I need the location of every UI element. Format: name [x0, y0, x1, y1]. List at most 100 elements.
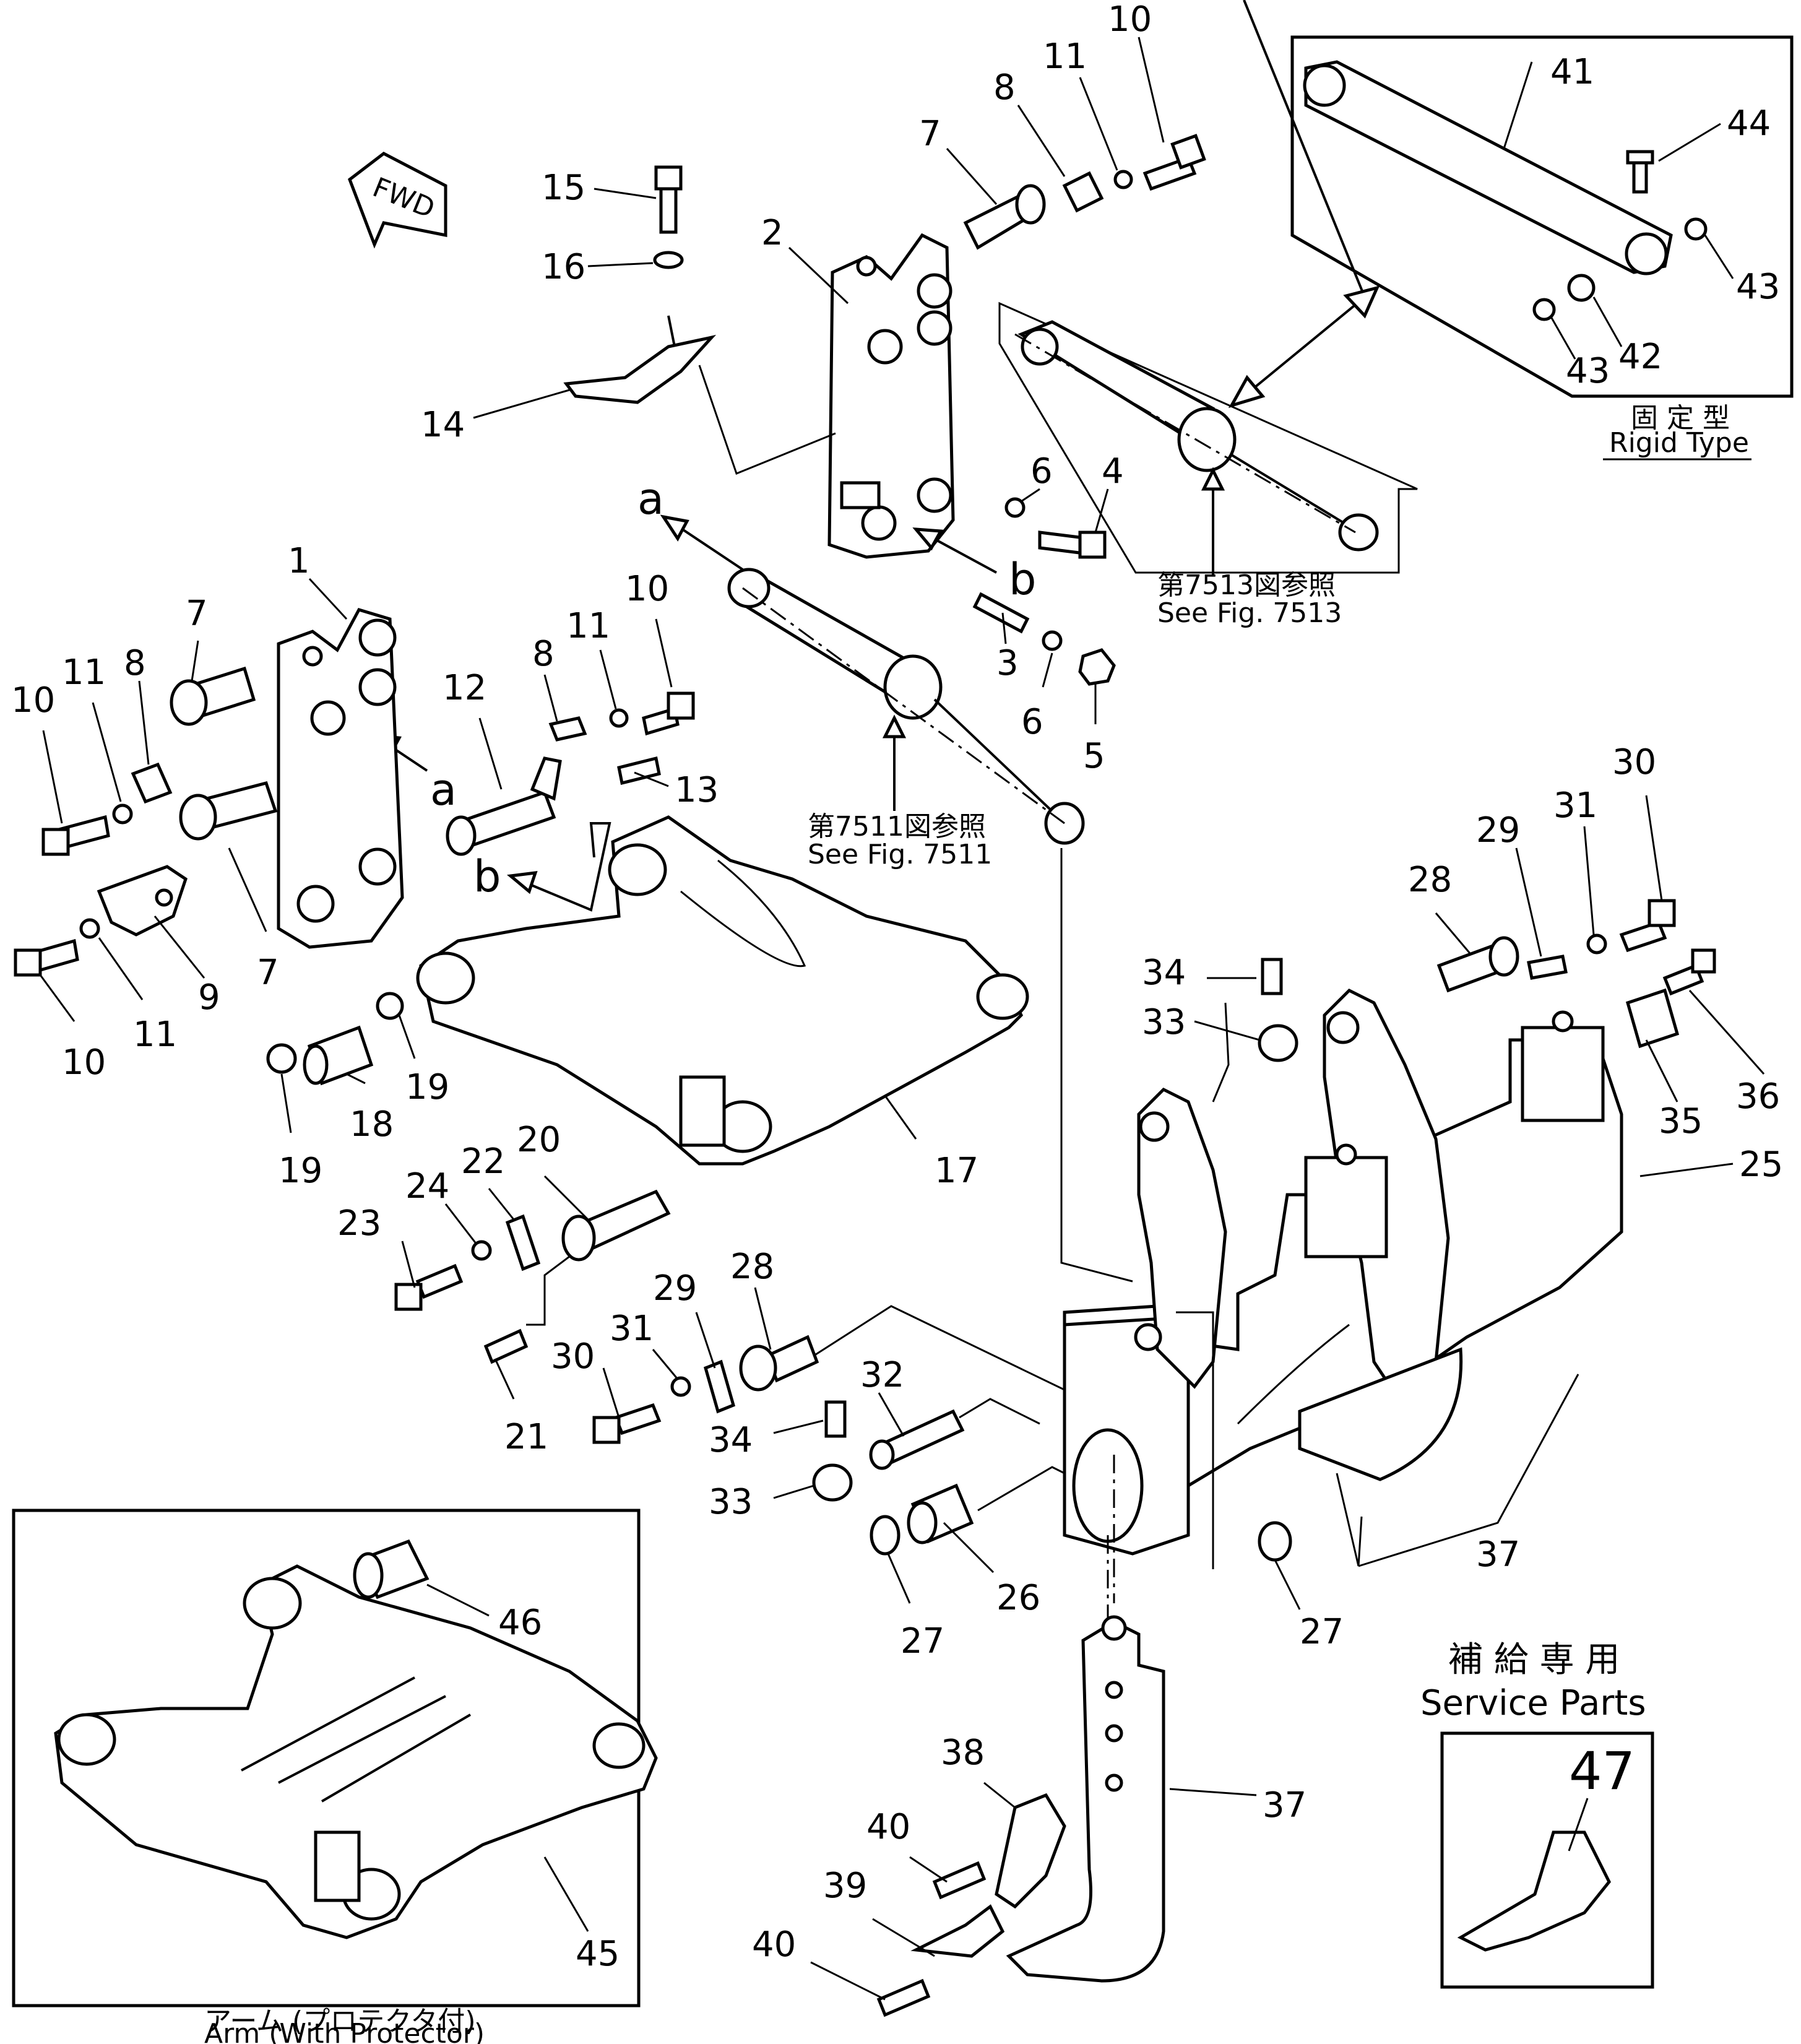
seal-19-right [376, 992, 404, 1020]
plate-29-lower [703, 1359, 736, 1414]
plate-29-upper [1527, 955, 1568, 980]
callout-23: 23 [337, 1203, 381, 1244]
collar-33-upper [1258, 1024, 1298, 1062]
lift-arm-left [1134, 1087, 1227, 1389]
callout-27-right: 27 [1300, 1612, 1344, 1652]
washer-31-upper [1586, 933, 1607, 955]
bolt-10-upper-left [41, 815, 110, 856]
washer-11-lower-left [79, 918, 100, 939]
seal-27-right [1258, 1521, 1292, 1562]
letter-b-left: b [473, 851, 501, 902]
bolt-15 [654, 165, 683, 234]
callout-7-lower-left: 7 [257, 953, 279, 993]
callout-19-right: 19 [405, 1067, 449, 1107]
callout-33-lower: 33 [709, 1482, 753, 1522]
seal-19-left [266, 1043, 297, 1074]
plate-8-mid [548, 716, 587, 742]
callout-34-lower: 34 [709, 1420, 753, 1460]
callout-44: 44 [1727, 103, 1771, 144]
callout-13: 13 [675, 770, 719, 810]
callout-38: 38 [941, 1733, 985, 1773]
callout-11-upper-left: 11 [62, 652, 106, 693]
arm-with-protector-inset: アーム (プロテクタ付) Arm (With Protector) [12, 1509, 658, 2044]
fig7513-en: See Fig. 7513 [1157, 597, 1342, 629]
pin-12 [446, 756, 562, 856]
pin-7-lower-left [179, 781, 278, 841]
washer-6-bottom [1042, 630, 1063, 651]
callout-10-top: 10 [1108, 0, 1152, 40]
callout-4: 4 [1102, 451, 1124, 492]
protector-47 [1457, 1830, 1611, 1952]
callout-11-top: 11 [1043, 37, 1087, 77]
plate-22 [505, 1214, 541, 1271]
callout-30-lower: 30 [551, 1336, 595, 1377]
letter-a-top: a [637, 474, 664, 524]
shank-37 [1006, 1615, 1165, 1983]
plate-8-top [1062, 171, 1104, 213]
callout-33-upper: 33 [1142, 1002, 1186, 1042]
cylinder-7511: 第7511図参照 See Fig. 7511 [727, 568, 1133, 1283]
bolt-10-top [1142, 134, 1206, 191]
bolt-36 [1662, 948, 1716, 996]
rigid-type-en: Rigid Type [1609, 427, 1749, 459]
protector-38 [995, 1793, 1066, 1909]
callout-27-left: 27 [900, 1621, 944, 1661]
arm-caption-en: Arm (With Protector) [204, 2018, 485, 2044]
callout-8-mid: 8 [532, 634, 555, 674]
plate-9 [97, 865, 188, 937]
washer-31-lower [670, 1376, 691, 1397]
callout-22: 22 [461, 1141, 505, 1182]
letter-b-top: b [1009, 554, 1036, 605]
callout-12: 12 [443, 668, 486, 708]
swap-double-arrow-icon [1228, 0, 1380, 409]
callout-15: 15 [542, 168, 585, 208]
arm-45 [54, 1564, 658, 1939]
callout-11-lower-left: 11 [133, 1015, 177, 1055]
callout-10-lower-left: 10 [62, 1042, 106, 1083]
bolt-10-lower-left [14, 938, 79, 977]
frame-25 [1063, 1038, 1623, 1556]
callout-39: 39 [823, 1866, 867, 1906]
fwd-arrow-icon: FWD [347, 152, 447, 249]
callout-47: 47 [1569, 1741, 1635, 1801]
callout-26: 26 [996, 1578, 1040, 1618]
callout-6-top: 6 [1030, 451, 1053, 492]
bolt-4 [1038, 530, 1107, 559]
bracket-2 [827, 233, 955, 559]
fig7511-jp: 第7511図参照 [808, 811, 986, 842]
bushing-46 [353, 1539, 430, 1600]
pin-40-upper [932, 1861, 987, 1900]
fig7513-jp: 第7513図参照 [1157, 569, 1336, 601]
pin-40-lower [876, 1978, 931, 2017]
nut-43-top [1684, 217, 1708, 241]
grease-fitting-44 [1626, 150, 1654, 194]
callout-46: 46 [498, 1603, 542, 1643]
protector-bars [241, 1676, 472, 1803]
callout-41: 41 [1550, 52, 1594, 92]
callout-8-left: 8 [124, 643, 146, 683]
callout-1: 1 [288, 541, 310, 581]
callout-40-upper: 40 [866, 1807, 910, 1847]
callout-14: 14 [421, 405, 465, 445]
callout-40-lower: 40 [752, 1925, 796, 1965]
pin-28-upper [1436, 936, 1519, 993]
nut-43-bottom [1532, 298, 1556, 321]
callout-9: 9 [198, 977, 220, 1018]
callout-8-top: 8 [993, 67, 1016, 108]
callout-5: 5 [1083, 736, 1105, 776]
callout-28-lower: 28 [730, 1247, 774, 1287]
washer-11-upper-left [112, 803, 133, 825]
grease-fitting-21 [483, 1328, 529, 1364]
bushing-42 [1567, 274, 1596, 302]
lug-plate-center [1304, 1143, 1388, 1258]
callout-36: 36 [1736, 1076, 1780, 1117]
callout-37-lower: 37 [1263, 1785, 1306, 1825]
callout-35: 35 [1659, 1101, 1703, 1141]
grease-fitting-13 [617, 756, 661, 786]
callout-32: 32 [860, 1355, 904, 1395]
bracket-1 [277, 608, 404, 949]
callout-11-mid: 11 [566, 606, 610, 646]
cylinder-7513: 第7513図参照 See Fig. 7513 [998, 301, 1418, 629]
collar-33-lower [812, 1463, 853, 1502]
